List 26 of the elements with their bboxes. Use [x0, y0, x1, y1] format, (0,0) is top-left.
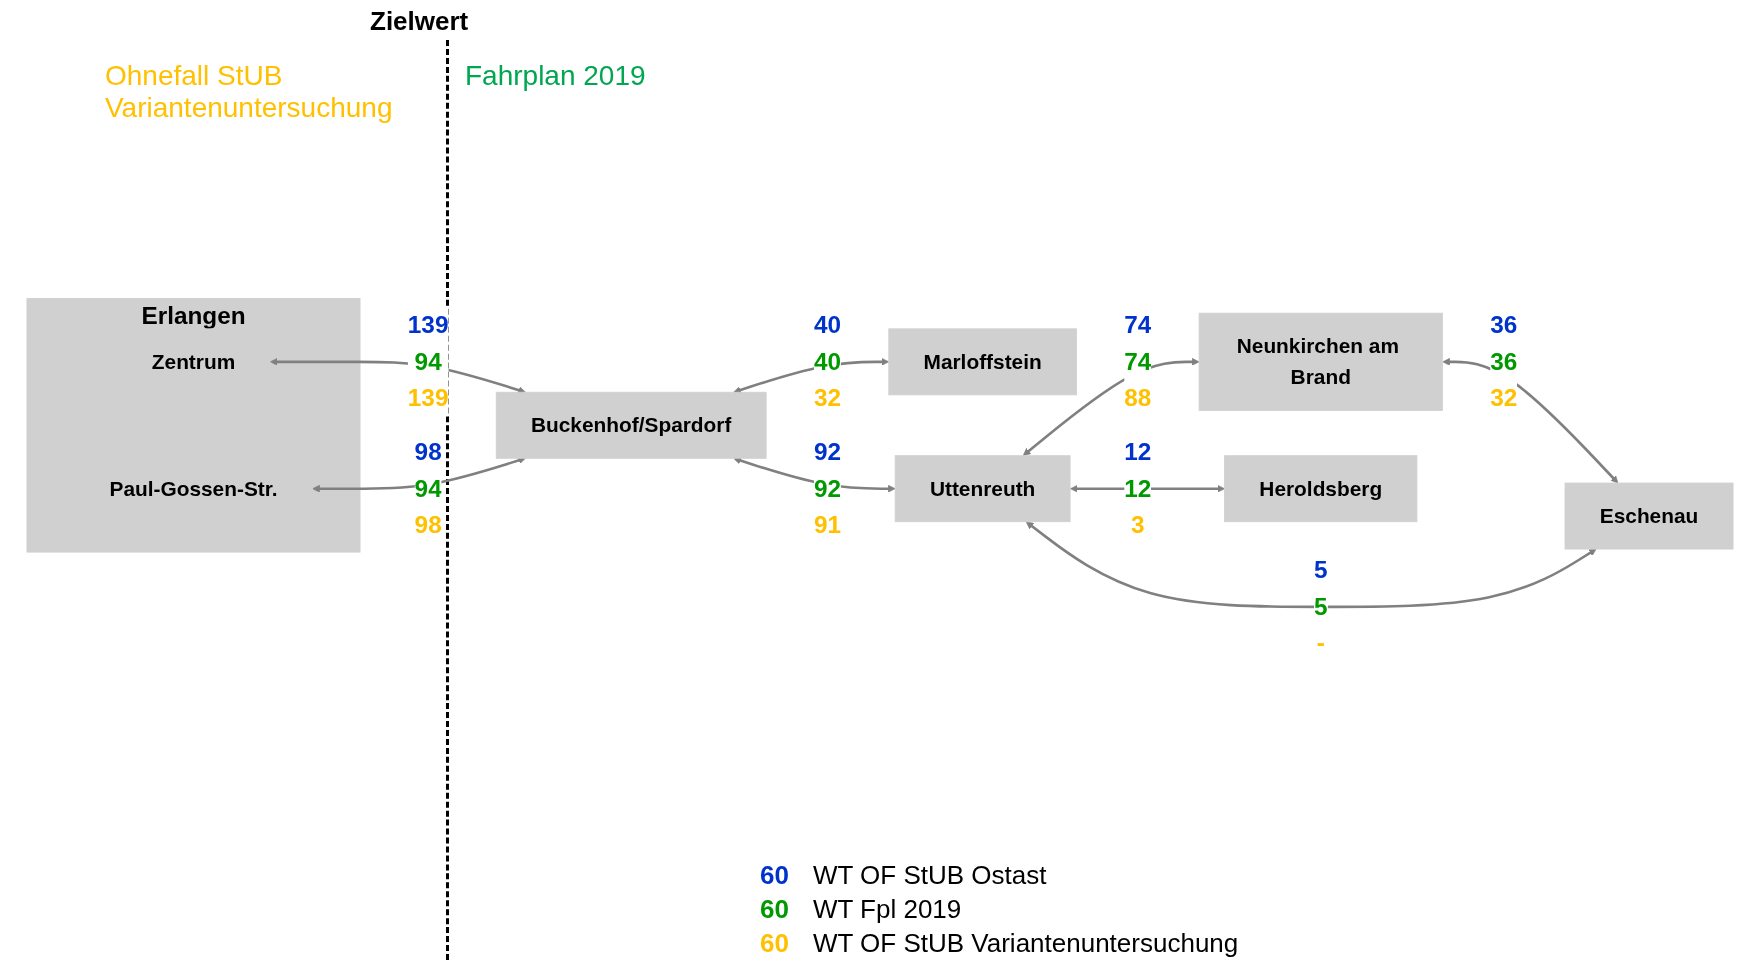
edge-label: 36 36 32 — [1490, 311, 1518, 412]
node-text: Zentrum — [151, 349, 236, 374]
column-label: Fahrplan 2019 — [465, 60, 646, 92]
arrow — [1025, 521, 1597, 609]
legend-text: WT OF StUB Variantenuntersuchung — [812, 928, 1239, 960]
node-box: Buckenhof/Spardorf — [495, 391, 767, 459]
node-box: Eschenau — [1564, 482, 1734, 550]
legend-text: WT OF StUB Ostast — [812, 860, 1047, 892]
heading: Zielwert — [370, 6, 469, 37]
edge-label: 92 92 91 — [813, 438, 841, 539]
legend-text: WT Fpl 2019 — [812, 894, 962, 926]
legend-sample: 60 — [760, 860, 789, 892]
edge-label: 98 94 98 — [414, 438, 442, 539]
node-box: Uttenreuth — [894, 455, 1071, 523]
legend-sample: 60 — [760, 928, 789, 960]
edge-label: 139 94 139 — [407, 311, 449, 412]
column-label: Ohnefall StUB Variantenuntersuchung — [105, 60, 394, 124]
legend-sample: 60 — [760, 894, 789, 926]
node-text: Paul-Gossen-Str. — [109, 476, 278, 500]
edge-label: 5 5 - — [1313, 556, 1328, 657]
edge-label: 12 12 3 — [1124, 438, 1152, 539]
edge-label: 40 40 32 — [813, 311, 841, 412]
node-box: Marloffstein — [888, 328, 1077, 396]
node-box: Heroldsberg — [1224, 455, 1418, 523]
node-box: Neunkirchen am Brand — [1198, 312, 1443, 411]
edge-label: 74 74 88 — [1124, 311, 1152, 412]
